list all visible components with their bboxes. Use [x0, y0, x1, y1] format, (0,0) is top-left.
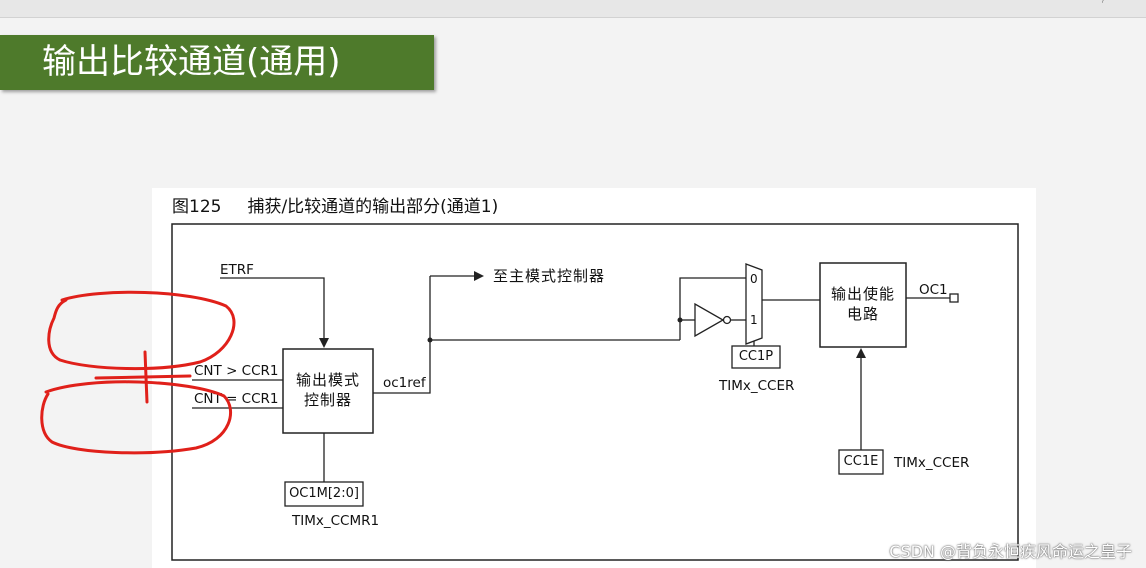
diagram-canvas [171, 223, 1019, 561]
etrf-wire [220, 277, 325, 338]
oc1-pin [949, 293, 959, 303]
output-enable-line1: 输出使能 [830, 285, 895, 303]
timx-ccer-label-cc1p: TIMx_CCER [719, 378, 795, 394]
oc1-label: OC1 [919, 282, 948, 298]
inverter-bubble [722, 315, 732, 325]
output-enable-block [819, 262, 907, 348]
oc1m-register-box [284, 481, 364, 507]
polarity-mux [745, 263, 763, 345]
figure-number: 图125 [172, 197, 222, 217]
oc1m-label: OC1M[2:0] [289, 486, 359, 501]
junction-dot-branch [677, 317, 683, 323]
cc1e-arrowhead [856, 348, 866, 358]
oc1ref-label: oc1ref [383, 375, 426, 391]
inverter-gate [694, 302, 725, 338]
slide-title-banner: 输出比较通道(通用) [0, 35, 434, 90]
timx-ccmr1-label: TIMx_CCMR1 [292, 513, 380, 529]
to-master-label: 至主模式控制器 [493, 267, 606, 285]
mode-controller-block [282, 348, 374, 434]
etrf-arrowhead [319, 338, 329, 348]
figure-caption: 图125 捕获/比较通道的输出部分(通道1) [172, 192, 498, 217]
mode-controller-label: 输出模式 控制器 [283, 370, 373, 410]
to-master-arrowhead [474, 271, 484, 281]
output-enable-line2: 电路 [846, 305, 879, 323]
cnt-eq-label: CNT = CCR1 [194, 391, 279, 407]
cc1e-label: CC1E [843, 454, 879, 469]
mode-controller-line1: 输出模式 [295, 371, 360, 389]
csdn-watermark: CSDN @背负永恒疾风命运之皇子 [889, 542, 1132, 561]
figure-caption-text: 捕获/比较通道的输出部分(通道1) [247, 197, 499, 217]
timx-ccer-label-cc1e: TIMx_CCER [894, 455, 970, 471]
output-enable-label: 输出使能 电路 [820, 284, 906, 324]
mode-controller-line2: 控制器 [303, 391, 352, 409]
slide-title: 输出比较通道(通用) [42, 42, 341, 82]
etrf-label: ETRF [220, 262, 254, 278]
corner-icon: ◜ [1102, 0, 1107, 9]
mux-input1-label: 1 [750, 313, 758, 327]
cc1p-label: CC1P [738, 349, 774, 364]
mux-input0-wire [679, 277, 746, 320]
oc1ref-wire [373, 339, 680, 394]
cc1e-register-box [838, 449, 884, 475]
block-diagram-figure: 图125 捕获/比较通道的输出部分(通道1) ETRF 至主模式控制器 CNT >… [152, 188, 1036, 568]
mux-input0-label: 0 [750, 272, 758, 286]
cc1p-register-box [731, 345, 781, 369]
top-toolbar: ◜ [0, 0, 1146, 18]
cnt-gt-label: CNT > CCR1 [194, 363, 279, 379]
junction-dot-oc1ref [427, 337, 433, 343]
annotation-plus-vertical [143, 350, 149, 404]
